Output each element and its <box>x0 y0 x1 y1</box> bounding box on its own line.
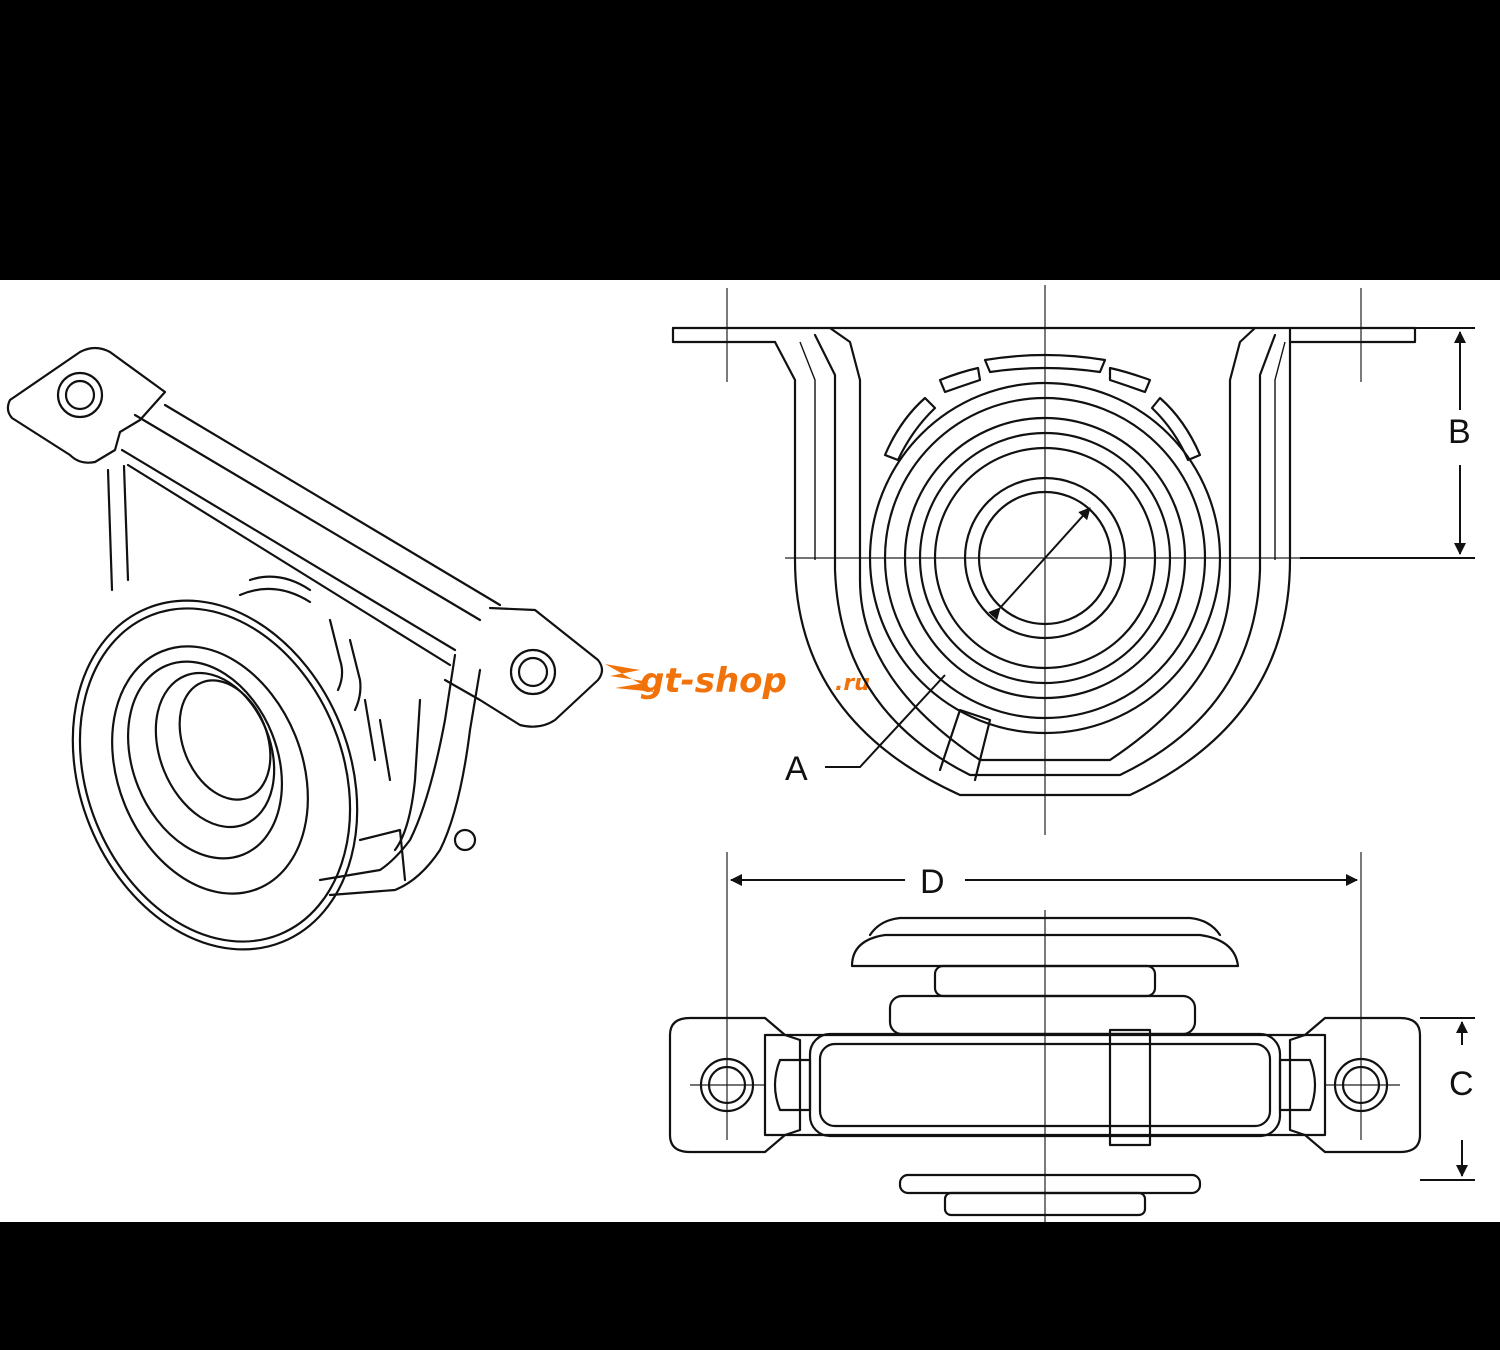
watermark-logo: gt-shop .ru <box>605 661 870 701</box>
watermark-text: gt-shop <box>640 661 787 701</box>
front-view: A B <box>671 285 1475 835</box>
drawing-canvas: gt-shop .ru <box>0 280 1500 1222</box>
label-d: D <box>920 863 945 901</box>
speed-lines-icon <box>605 664 655 692</box>
label-b: B <box>1448 413 1471 451</box>
isometric-view <box>6 346 604 951</box>
technical-drawing: gt-shop .ru <box>6 285 1475 1222</box>
label-a: A <box>785 750 808 788</box>
top-view: D C <box>668 852 1475 1222</box>
watermark-suffix: .ru <box>835 671 870 696</box>
label-c: C <box>1449 1065 1474 1103</box>
